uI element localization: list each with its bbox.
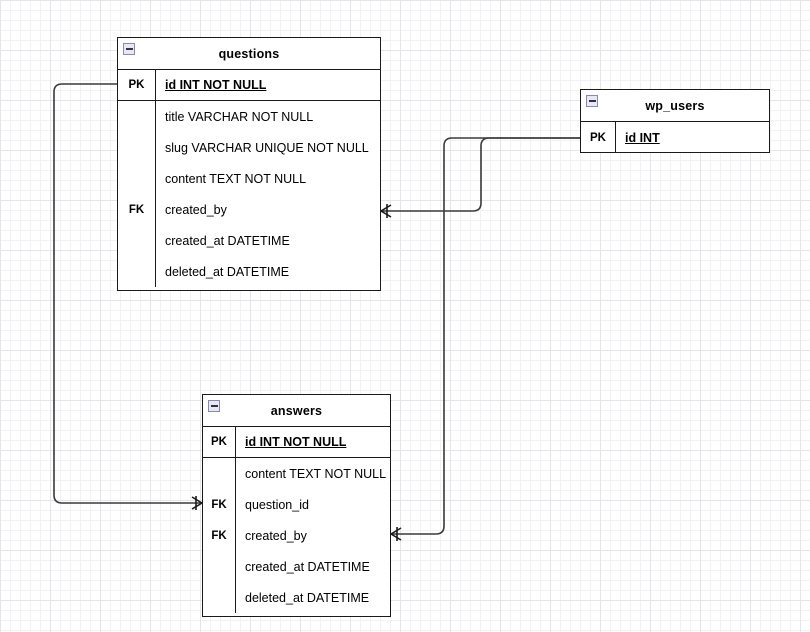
entity-answers-columns: PK id INT NOT NULL content TEXT NOT NULL… (203, 427, 390, 613)
column-key: FK (203, 489, 236, 520)
entity-wp-users-header[interactable]: wp_users (581, 90, 769, 122)
column-attribute: question_id (245, 497, 309, 512)
table-row[interactable]: content TEXT NOT NULL (203, 458, 390, 489)
entity-wp-users-title: wp_users (645, 98, 705, 113)
column-attribute: deleted_at DATETIME (165, 264, 290, 279)
column-key (118, 163, 156, 194)
column-key: FK (203, 520, 236, 551)
connector-questions-answers (53, 83, 202, 504)
entity-questions-columns: PK id INT NOT NULL title VARCHAR NOT NUL… (118, 70, 380, 287)
column-key: PK (581, 122, 616, 153)
table-row[interactable]: content TEXT NOT NULL (118, 163, 380, 194)
column-key (203, 458, 236, 489)
column-attribute: content TEXT NOT NULL (245, 466, 387, 481)
entity-answers[interactable]: answers PK id INT NOT NULL content TEXT … (202, 394, 391, 617)
column-attribute: id INT NOT NULL (245, 435, 347, 449)
table-row[interactable]: FK created_by (118, 194, 380, 225)
entity-wp-users-columns: PK id INT (581, 122, 769, 153)
table-row[interactable]: PK id INT (581, 122, 769, 153)
entity-questions[interactable]: questions PK id INT NOT NULL title VARCH… (117, 37, 381, 291)
column-attribute: created_by (165, 202, 227, 217)
table-row[interactable]: created_at DATETIME (203, 551, 390, 582)
column-attribute: created_at DATETIME (165, 233, 290, 248)
entity-answers-title: answers (270, 403, 323, 418)
table-row[interactable]: slug VARCHAR UNIQUE NOT NULL (118, 132, 380, 163)
table-row[interactable]: PK id INT NOT NULL (118, 70, 380, 101)
crowsfoot-answers-created-by (390, 527, 402, 541)
crowsfoot-questions-created-by (380, 204, 392, 218)
column-key: PK (118, 70, 156, 100)
column-key (118, 225, 156, 256)
column-attribute: id INT (625, 130, 660, 145)
column-attribute: slug VARCHAR UNIQUE NOT NULL (165, 140, 369, 155)
table-row[interactable]: title VARCHAR NOT NULL (118, 101, 380, 132)
entity-answers-header[interactable]: answers (203, 395, 390, 427)
entity-questions-title: questions (218, 46, 280, 61)
column-attribute: content TEXT NOT NULL (165, 171, 307, 186)
column-attribute: created_by (245, 528, 307, 543)
column-attribute: title VARCHAR NOT NULL (165, 109, 314, 124)
table-row[interactable]: FK created_by (203, 520, 390, 551)
minus-icon[interactable] (208, 400, 220, 412)
table-row[interactable]: PK id INT NOT NULL (203, 427, 390, 458)
table-row[interactable]: deleted_at DATETIME (203, 582, 390, 613)
connector-wpusers-questions (381, 137, 580, 212)
minus-icon[interactable] (586, 95, 598, 107)
column-key (118, 256, 156, 287)
minus-icon[interactable] (123, 43, 135, 55)
crowsfoot-answers-question-id (191, 496, 203, 510)
column-key (203, 582, 236, 613)
connector-wpusers-answers (391, 137, 580, 535)
table-row[interactable]: created_at DATETIME (118, 225, 380, 256)
column-attribute: id INT NOT NULL (165, 78, 267, 92)
column-key (118, 101, 156, 132)
entity-wp-users[interactable]: wp_users PK id INT (580, 89, 770, 153)
column-key: PK (203, 427, 236, 457)
table-row[interactable]: deleted_at DATETIME (118, 256, 380, 287)
column-key: FK (118, 194, 156, 225)
entity-questions-header[interactable]: questions (118, 38, 380, 70)
column-attribute: created_at DATETIME (245, 559, 370, 574)
table-row[interactable]: FK question_id (203, 489, 390, 520)
column-key (203, 551, 236, 582)
column-key (118, 132, 156, 163)
column-attribute: deleted_at DATETIME (245, 590, 370, 605)
